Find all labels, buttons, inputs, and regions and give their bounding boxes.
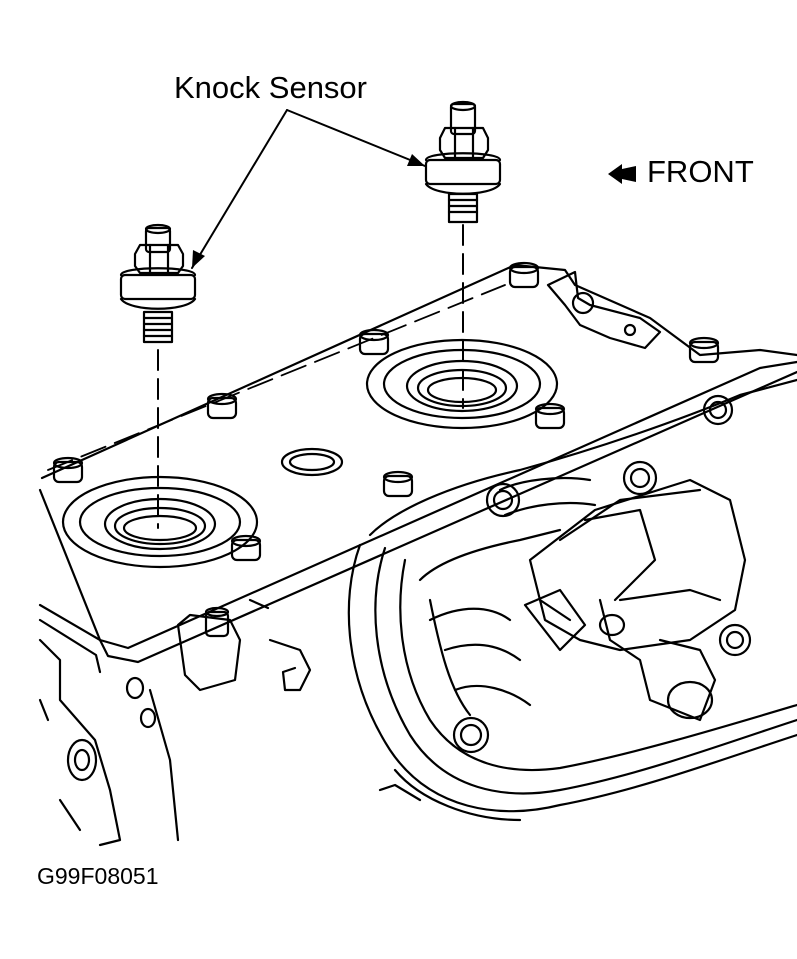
figure-id: G99F08051 xyxy=(37,863,159,889)
front-knock-sensor xyxy=(119,223,197,344)
manifold-bolts xyxy=(452,394,752,754)
knock-sensor-label: Knock Sensor xyxy=(174,70,367,105)
deck-bolts xyxy=(52,261,720,562)
throttle-body xyxy=(523,478,747,722)
intake-runners xyxy=(428,476,597,707)
front-direction-label: FRONT xyxy=(647,154,754,189)
callout-arrowheads xyxy=(192,154,425,268)
callout-leaders xyxy=(191,109,426,269)
intake-manifold xyxy=(347,378,797,822)
oil-hole xyxy=(280,447,344,477)
arrow-left-icon xyxy=(608,164,636,184)
rear-bracket xyxy=(546,270,662,350)
engine-block-lower xyxy=(38,598,422,847)
cylinder-head-deck xyxy=(38,263,797,674)
front-sensor-bore xyxy=(61,475,259,569)
gasket-line xyxy=(47,284,506,471)
rear-knock-sensor xyxy=(424,100,502,224)
